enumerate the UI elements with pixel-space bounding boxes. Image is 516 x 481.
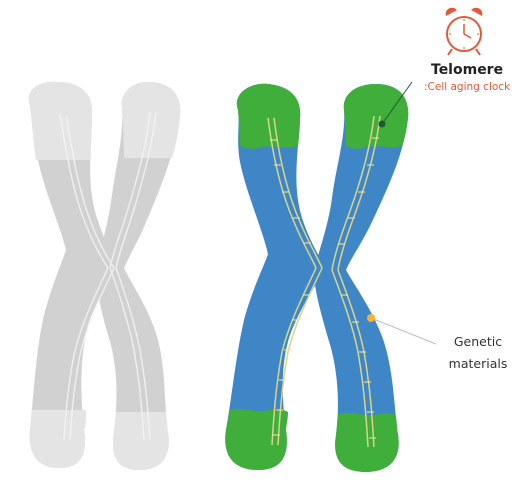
- clock-foot-left: [448, 49, 452, 55]
- telomere-top-left: [237, 84, 300, 149]
- gray-tip-bottom-right: [113, 412, 169, 470]
- alarm-clock-icon: [446, 8, 483, 55]
- genetic-label-line-2: materials: [445, 353, 511, 375]
- clock-bell-left: [446, 8, 457, 16]
- genetic-materials-label: Genetic materials: [445, 331, 511, 375]
- telomere-marker: [379, 121, 386, 128]
- genetic-marker: [367, 314, 375, 322]
- genetic-label-line-1: Genetic: [445, 331, 511, 353]
- gray-tip-bottom-left: [30, 410, 86, 468]
- telomere-label: Telomere: [431, 62, 503, 78]
- clock-bell-right: [471, 8, 482, 16]
- clock-foot-right: [476, 49, 480, 55]
- telomere-subtitle: :Cell aging clock: [424, 81, 510, 93]
